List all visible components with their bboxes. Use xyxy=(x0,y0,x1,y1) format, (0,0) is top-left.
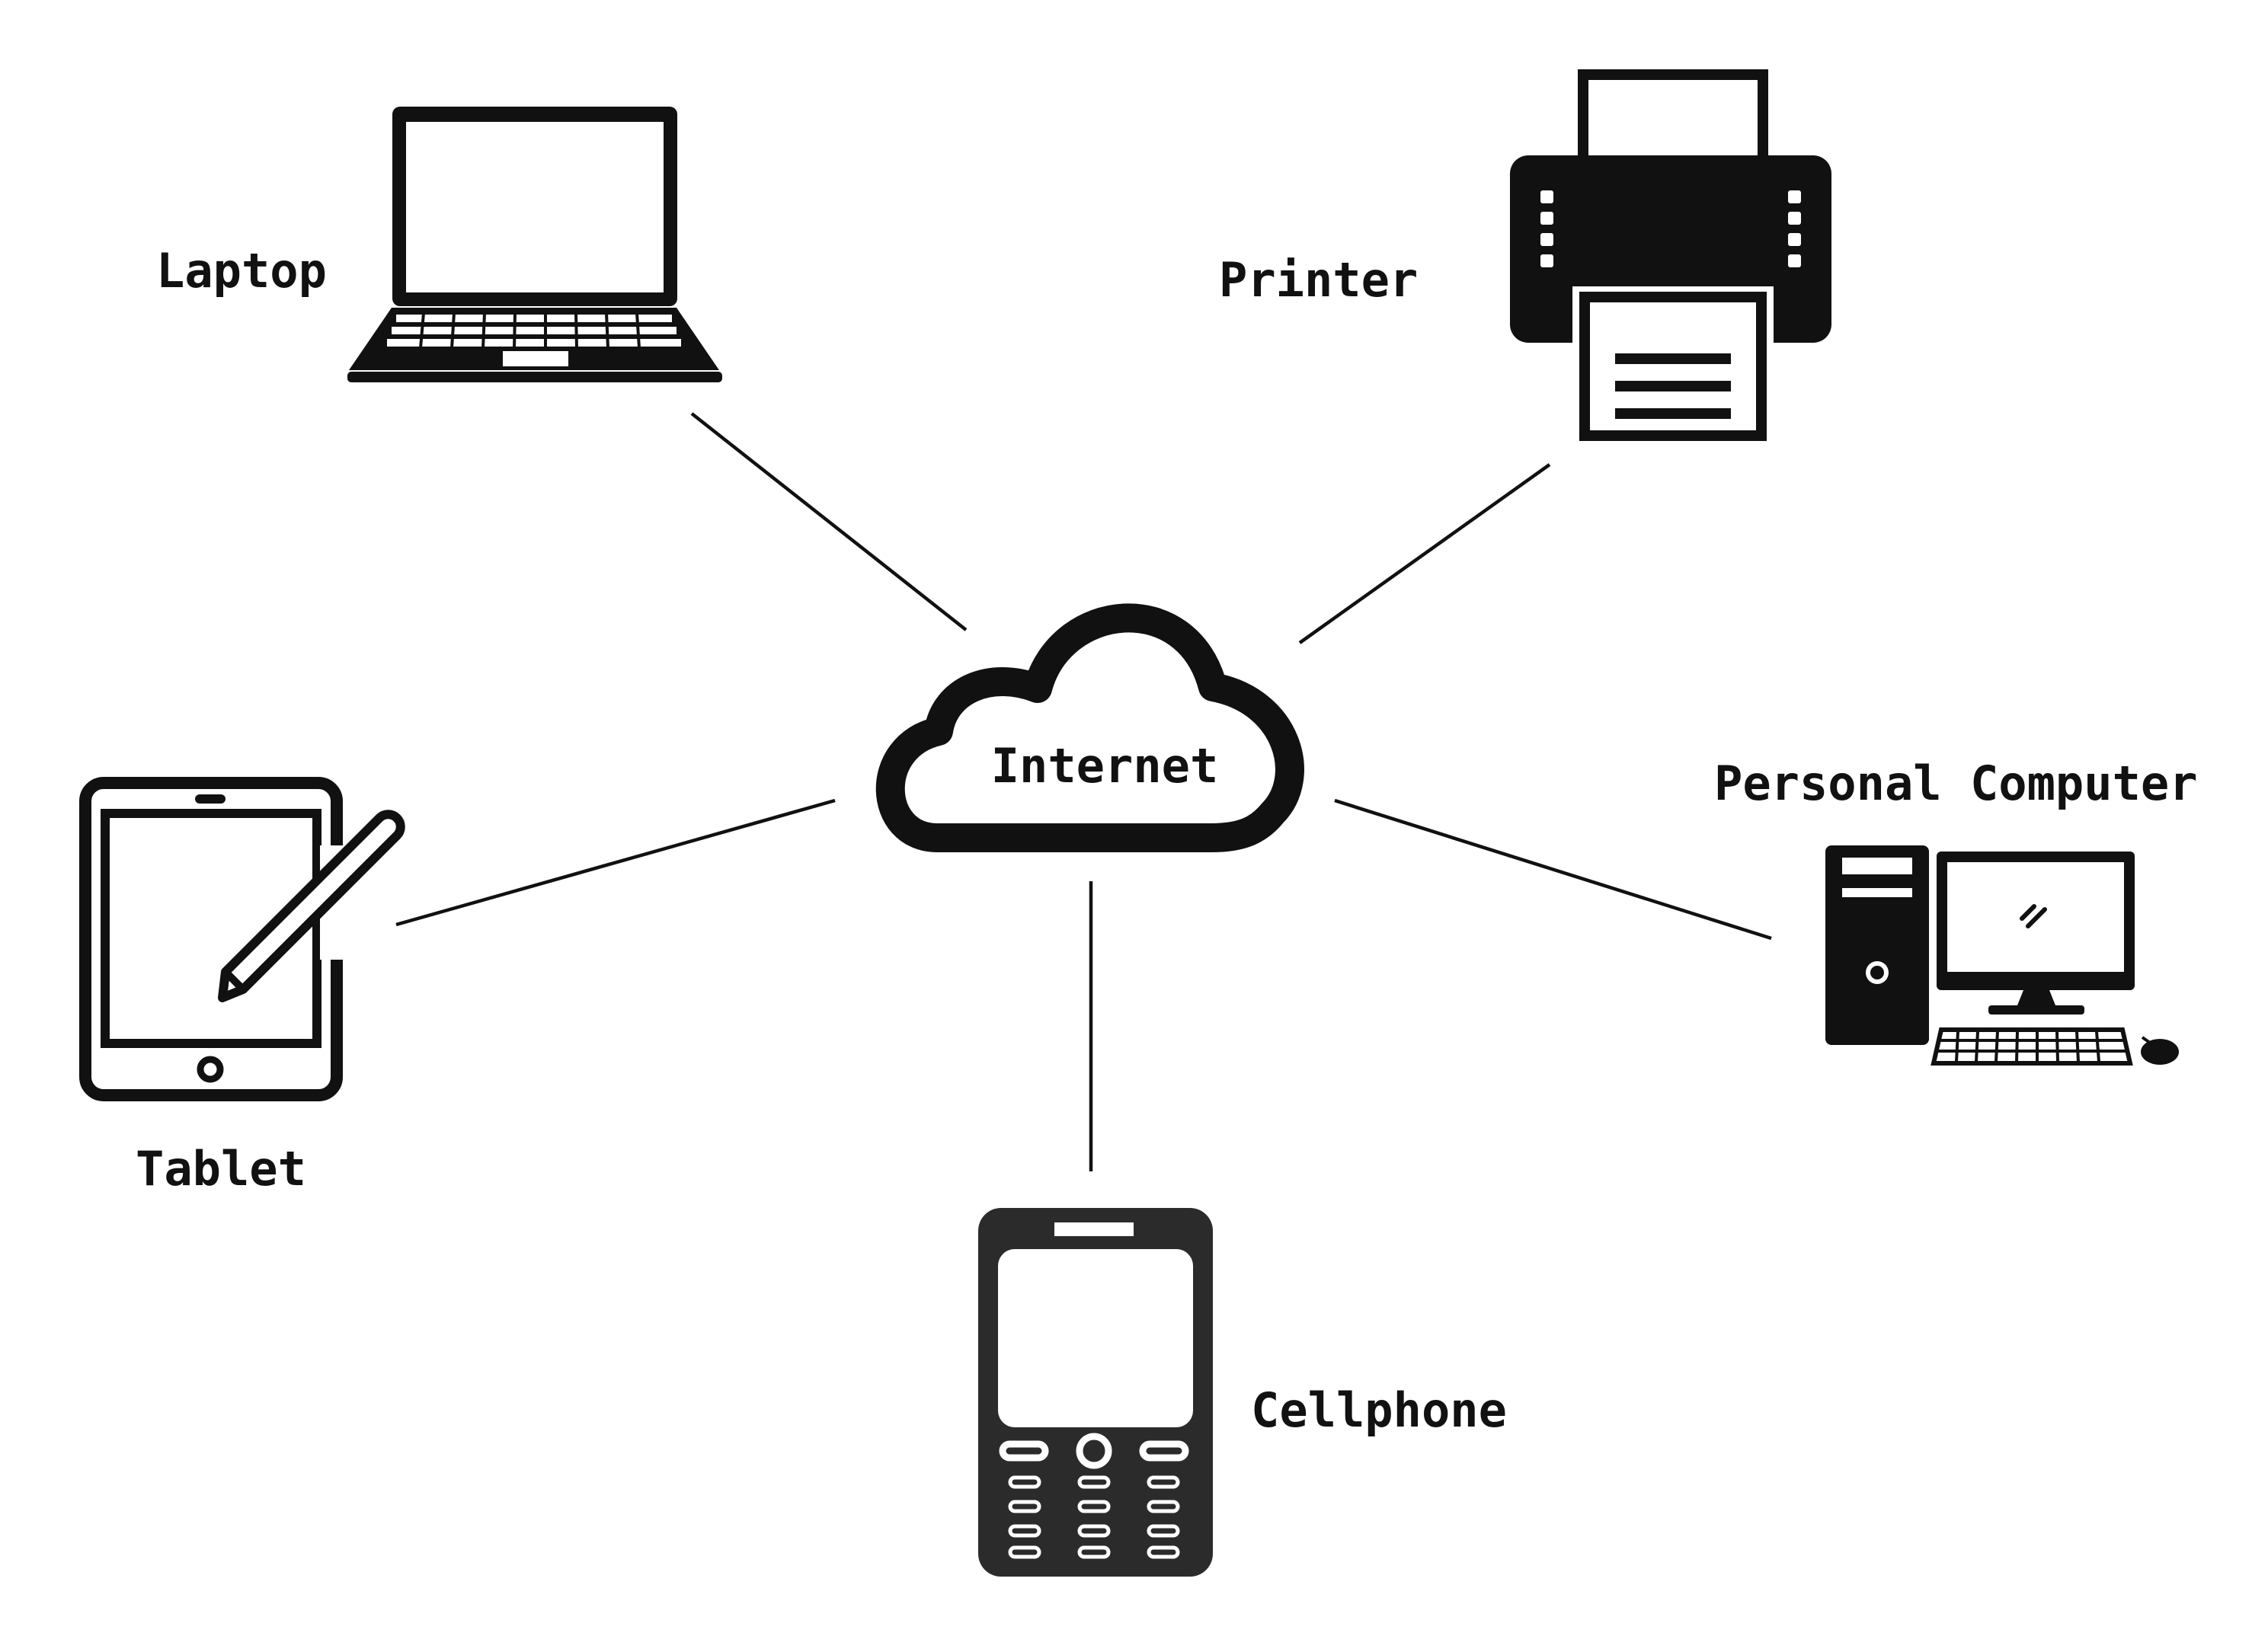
tablet-icon xyxy=(79,777,405,1101)
link-tablet xyxy=(395,798,836,927)
desktop-computer-icon xyxy=(1825,845,2179,1066)
laptop-icon xyxy=(347,107,722,382)
cellphone-icon xyxy=(978,1208,1213,1577)
cellphone-label: Cellphone xyxy=(1251,1382,1507,1438)
printer-label: Printer xyxy=(1219,252,1418,308)
personal-computer-label: Personal Computer xyxy=(1714,756,2198,811)
cloud-icon xyxy=(875,603,1304,852)
internet-label: Internet xyxy=(991,738,1219,794)
tablet-label: Tablet xyxy=(136,1141,306,1197)
link-personal-computer xyxy=(1334,798,1772,941)
printer-icon xyxy=(1510,69,1831,441)
link-laptop xyxy=(690,412,968,631)
connections xyxy=(395,412,1772,1171)
link-printer xyxy=(1298,463,1551,644)
laptop-label: Laptop xyxy=(156,243,327,299)
